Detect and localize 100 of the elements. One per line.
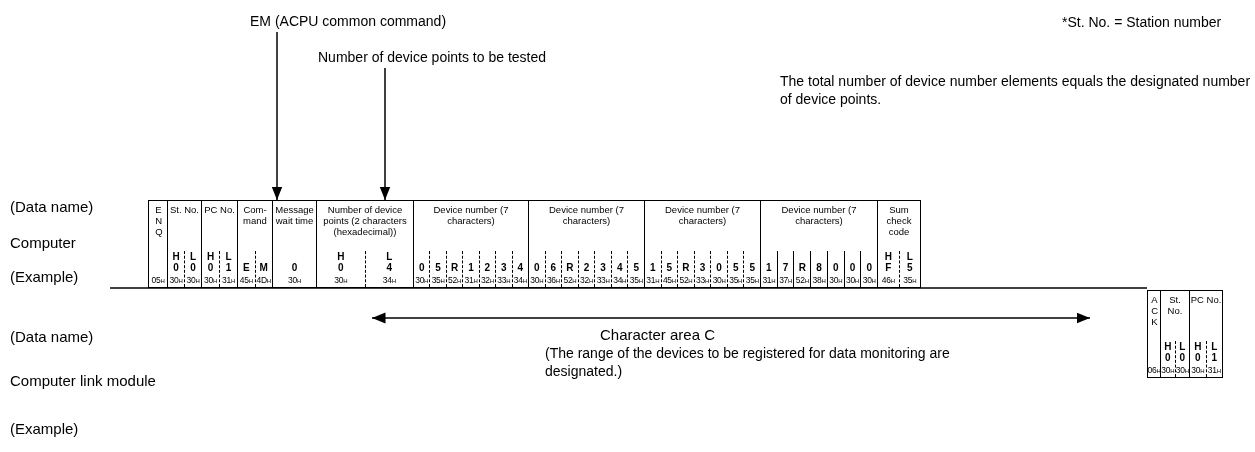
example-character: 0 [1193,352,1202,364]
field-name: ACK [1150,294,1160,327]
example-character: 4 [516,262,524,274]
field-name: Device number (7 characters) [664,204,741,226]
character-cell [726,251,744,287]
example-character: 3 [698,262,707,274]
character-cell [776,251,794,287]
byte-position: L [1210,341,1219,352]
callout-text: EM (ACPU common command) [250,12,550,30]
field-name: PC No. [1190,294,1222,305]
frame-field [316,200,414,288]
character-cell [826,251,844,287]
example-character: M [258,262,269,274]
byte-position: H [171,251,181,262]
frame-field [272,200,317,288]
field-name: Message wait time [274,204,315,226]
example-character: 7 [781,262,790,274]
field-name: St. No. [168,204,200,215]
example-character: 0 [172,262,180,274]
dimension-label: Character area C [600,326,716,343]
example-character: 2 [483,262,492,274]
example-character: 0 [189,262,197,274]
example-character: 4 [615,262,624,274]
character-cell [577,251,595,287]
example-character: 1 [765,262,773,274]
example-character: 5 [632,262,641,274]
example-character: 1 [649,262,657,274]
example-character: 0 [1178,352,1187,364]
frame-field [760,200,878,288]
character-cell [495,251,512,287]
example-character: 4 [385,262,394,274]
example-character: 0 [336,262,345,274]
field-name: Device number (7 characters) [432,204,510,226]
character-cell [462,251,479,287]
byte-position: L [224,251,233,262]
example-character: 0 [848,262,857,274]
example-character: 8 [815,262,823,274]
byte-position: L [1178,341,1187,352]
character-cell [710,251,727,287]
row-label: (Data name) [10,198,94,215]
example-character: 0 [206,262,215,274]
example-character: 5 [434,262,442,274]
character-cell [793,251,811,287]
leader-arrow [271,31,283,201]
example-character: E [241,262,251,274]
frame-field [237,200,273,288]
example-character: F [884,262,893,274]
field-name: Device number (7 characters) [548,204,625,226]
row-label: Computer link module [10,372,156,389]
character-cell [810,251,827,287]
note-text: *St. No. = Station number [1062,14,1222,30]
example-character: 3 [500,262,508,274]
byte-position: L [188,251,198,262]
example-character: R [449,262,460,274]
example-character: 0 [417,262,426,274]
byte-position: H [1163,341,1173,352]
example-character: R [681,262,691,274]
example-character: 0 [290,262,299,274]
frame-field [1189,290,1223,378]
byte-position: L [385,251,394,262]
character-cell [677,251,694,287]
frame-field [148,200,168,288]
example-character: 1 [1210,352,1219,364]
field-name: PC No. [203,204,236,215]
character-cell [561,251,578,287]
frame-field [528,200,645,288]
character-cell [660,251,678,287]
example-character: 3 [599,262,607,274]
note-text: The total number of device number elements equals the designated number of device points. [780,72,1252,108]
callout-text: Number of device points to be tested [318,48,548,66]
character-cell [429,251,446,287]
example-character: 6 [549,262,558,274]
example-character: 5 [665,262,674,274]
character-cell [594,251,611,287]
character-cell [693,251,711,287]
byte-position: L [905,251,914,262]
example-character: 0 [533,262,541,274]
example-character: 5 [731,262,740,274]
byte-position: H [336,251,346,262]
row-label: (Example) [10,420,79,437]
example-character: 2 [582,262,591,274]
frame-field [1160,290,1190,378]
character-cell [610,251,628,287]
byte-position: H [205,251,216,262]
frame-field [201,200,238,288]
note-text: (The range of the devices to be registered for data monitoring are designated.) [545,344,951,380]
character-cell [1205,341,1222,377]
frame-field [644,200,761,288]
row-label: (Data name) [10,328,94,345]
example-character: R [797,262,807,274]
example-character: 0 [831,262,840,274]
example-character: 1 [224,262,233,274]
frame-field [1147,290,1161,378]
field-name: Sum check code [885,204,913,237]
row-label: Computer [10,234,76,251]
frame-field [877,200,921,288]
frame-field [413,200,529,288]
row-label: (Example) [10,268,79,285]
example-character: 5 [905,262,914,274]
example-character: R [565,262,575,274]
